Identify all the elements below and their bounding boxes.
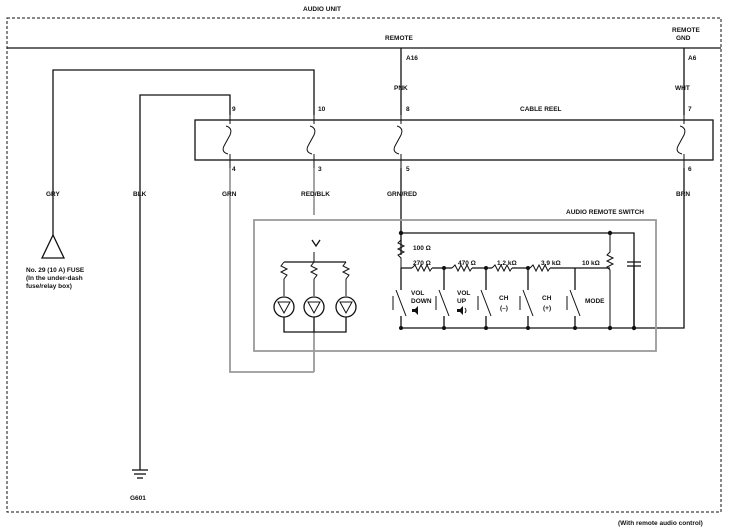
fuse-label-3: fuse/relay box) [26, 283, 72, 290]
pin-5: 5 [406, 166, 410, 173]
pin-10: 10 [318, 106, 326, 113]
switch-ch-minus-2: (–) [500, 305, 508, 312]
switch-ch-plus-2: (+) [543, 305, 551, 312]
switch-vol-up-2: UP [457, 298, 467, 305]
audio-unit-box [6, 17, 722, 513]
wire-label-grn: GRN [222, 191, 237, 198]
pin-6: 6 [688, 166, 692, 173]
wire-label-red-blk: RED/BLK [301, 191, 330, 198]
pin-8: 8 [406, 106, 410, 113]
audio-remote-switch-box [253, 219, 657, 352]
pin-9: 9 [232, 106, 236, 113]
audio-unit-label: AUDIO UNIT [303, 6, 341, 13]
cable-reel-label: CABLE REEL [520, 106, 562, 113]
wire-label-blk: BLK [133, 191, 147, 198]
switch-vol-up-1: VOL [457, 290, 470, 297]
resistor-100: 100 Ω [413, 245, 431, 252]
fuse-label-1: No. 29 (10 A) FUSE [26, 267, 85, 274]
push-switches [392, 266, 581, 330]
remote-gnd-label-1: REMOTE [672, 27, 700, 34]
pin-a6: A6 [688, 55, 697, 62]
resistor-270: 270 Ω [413, 260, 431, 267]
resistor-10k: 10 kΩ [582, 260, 600, 267]
speaker-icons [412, 306, 467, 315]
switch-vol-down-2: DOWN [411, 298, 432, 305]
remote-label: REMOTE [385, 35, 413, 42]
footer-note: (With remote audio control) [618, 520, 703, 527]
resistor-ladder [396, 230, 641, 331]
pin-4: 4 [232, 166, 236, 173]
ground-label: G601 [130, 495, 146, 502]
resistor-470: 470 Ω [458, 260, 476, 267]
resistor-1k2: 1.2 kΩ [497, 260, 517, 267]
remote-gnd-label-2: GND [676, 35, 691, 42]
cable-reel [194, 119, 714, 161]
wire-label-gry: GRY [46, 191, 61, 198]
fuse-symbol [40, 233, 66, 259]
ground-symbol [132, 469, 148, 479]
pin-a16: A16 [406, 55, 418, 62]
resistor-3k9: 3.9 kΩ [541, 260, 561, 267]
switch-ch-plus-1: CH [542, 295, 552, 302]
reel-contacts [222, 115, 686, 168]
audio-remote-switch-label: AUDIO REMOTE SWITCH [566, 209, 644, 216]
wire-label-grn-red: GRN/RED [387, 191, 417, 198]
wire-label-wht: WHT [675, 85, 690, 92]
pin-3: 3 [318, 166, 322, 173]
switch-vol-down-1: VOL [411, 290, 424, 297]
wire-label-brn: BRN [676, 191, 690, 198]
wires [52, 48, 685, 470]
switch-mode: MODE [585, 298, 605, 305]
switch-ch-minus-1: CH [499, 295, 509, 302]
illumination-bulbs [273, 239, 357, 333]
pin-7: 7 [688, 106, 692, 113]
fuse-label-2: (In the under-dash [26, 275, 83, 282]
